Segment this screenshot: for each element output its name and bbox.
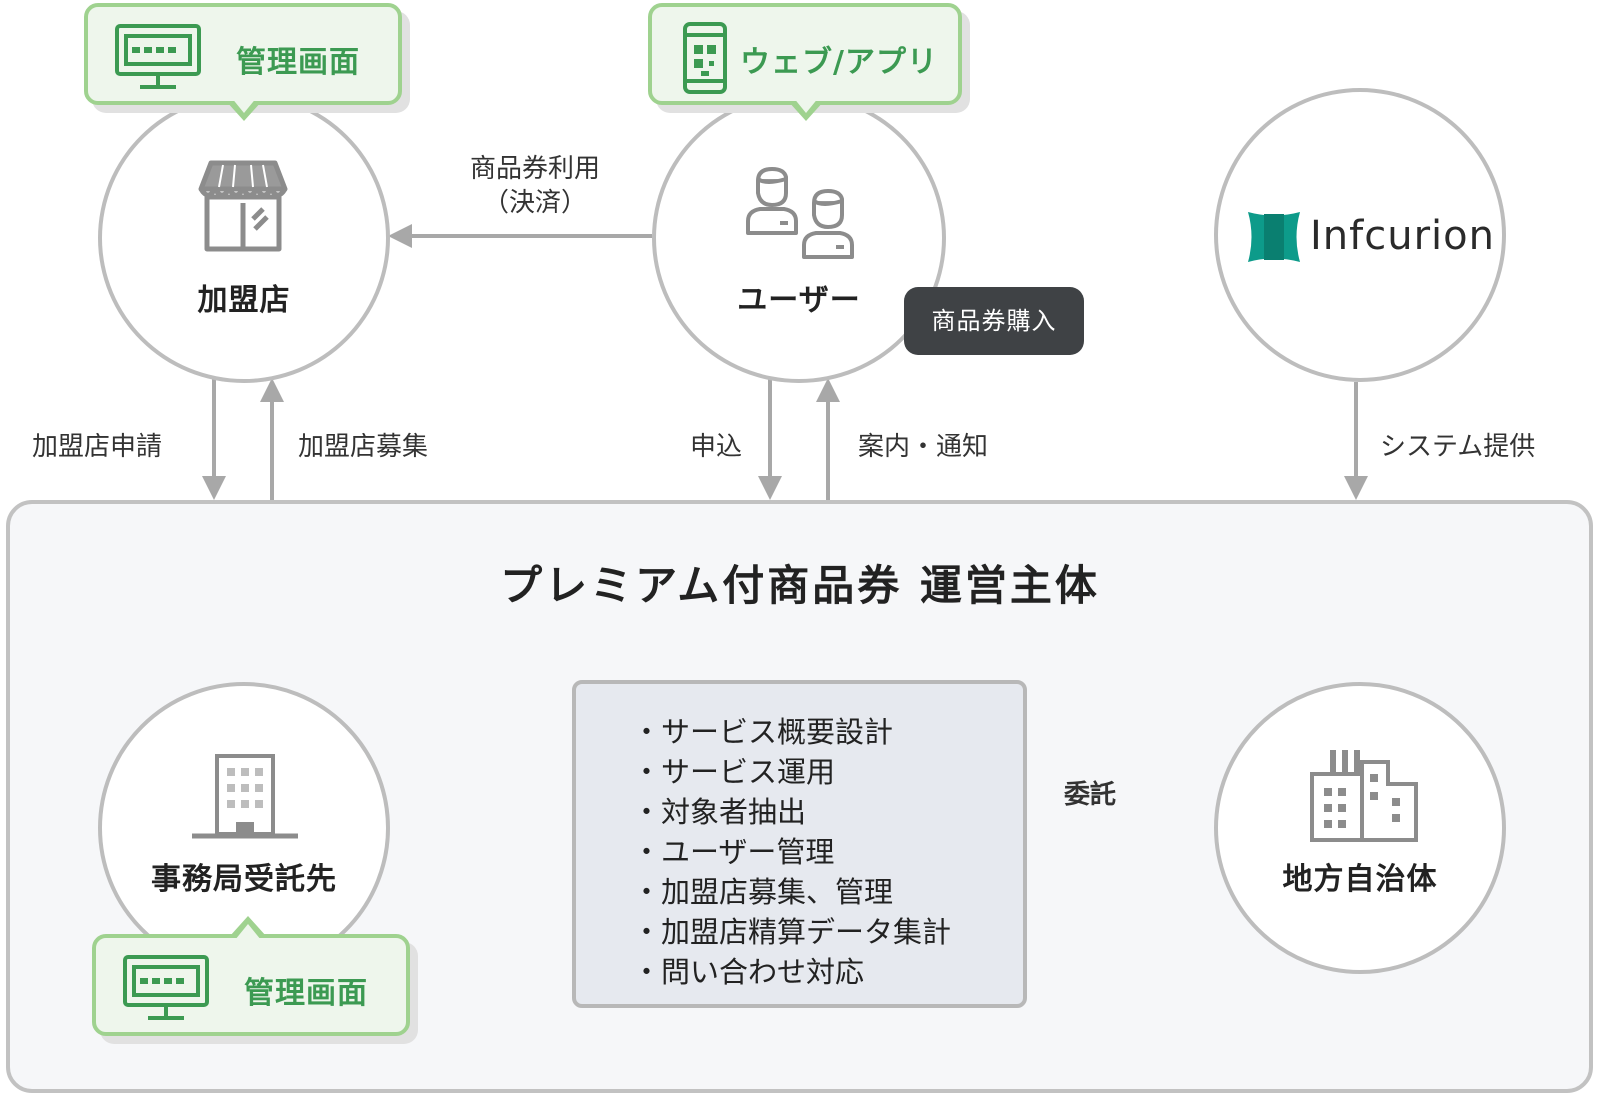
voucher-use-line2: （決済）	[482, 188, 587, 218]
organization-title: プレミアム付商品券 運営主体	[500, 561, 1100, 610]
secretariat-admin-label: 管理画面	[244, 976, 368, 1011]
municipality-node: 地方自治体	[1214, 682, 1506, 974]
task-item: 問い合わせ対応	[632, 952, 951, 992]
monitor-icon	[123, 955, 209, 1020]
voucher-use-line1: 商品券利用	[469, 154, 600, 184]
arrowhead-system-provision	[1344, 476, 1368, 500]
task-item: サービス概要設計	[632, 712, 951, 752]
web-app-callout: ウェブ/アプリ	[648, 3, 962, 105]
monitor-icon	[115, 24, 201, 89]
merchant-label: 加盟店	[197, 283, 291, 318]
merchant-apply-label: 加盟店申請	[32, 432, 163, 462]
arrowhead-user-apply	[758, 476, 782, 500]
voucher-use-label: 商品券利用 （決済）	[440, 152, 630, 220]
arrowhead-merchant-apply	[202, 476, 226, 500]
merchant-node: 加盟店	[98, 93, 390, 383]
guidance-label: 案内・通知	[858, 432, 989, 462]
user-node: ユーザー	[652, 93, 946, 383]
users-icon	[746, 167, 854, 259]
secretariat-label: 事務局受託先	[151, 862, 337, 897]
infcurion-node: Infcurion	[1214, 88, 1506, 382]
task-item: 加盟店募集、管理	[632, 872, 951, 912]
city-buildings-icon	[1310, 750, 1418, 842]
arrowhead-guidance	[816, 378, 840, 402]
infcurion-logo-icon	[1248, 212, 1300, 262]
merchant-admin-callout: 管理画面	[84, 3, 402, 105]
voucher-purchase-badge: 商品券購入	[904, 287, 1084, 355]
task-item: 対象者抽出	[632, 792, 951, 832]
task-list: サービス概要設計 サービス運用 対象者抽出 ユーザー管理 加盟店募集、管理 加盟…	[632, 712, 951, 992]
entrust-label: 委託	[1064, 780, 1117, 810]
secretariat-admin-callout: 管理画面	[92, 934, 410, 1036]
task-list-box: サービス概要設計 サービス運用 対象者抽出 ユーザー管理 加盟店募集、管理 加盟…	[572, 680, 1027, 1008]
task-item: 加盟店精算データ集計	[632, 912, 951, 952]
merchant-recruit-label: 加盟店募集	[298, 432, 429, 462]
merchant-admin-label: 管理画面	[236, 45, 360, 80]
arrowhead-user-to-merchant	[388, 224, 412, 248]
infcurion-wordmark: Infcurion	[1310, 213, 1495, 259]
web-app-label: ウェブ/アプリ	[740, 45, 938, 80]
secretariat-admin-callout-pointer-fill	[235, 924, 261, 940]
merchant-admin-callout-pointer-fill	[231, 97, 257, 113]
system-provision-label: システム提供	[1380, 432, 1536, 462]
municipality-label: 地方自治体	[1282, 862, 1438, 897]
smartphone-qr-icon	[683, 22, 727, 94]
web-app-callout-pointer-fill	[793, 97, 819, 113]
task-item: サービス運用	[632, 752, 951, 792]
task-item: ユーザー管理	[632, 832, 951, 872]
arrowhead-merchant-recruit	[260, 378, 284, 402]
user-label: ユーザー	[737, 283, 861, 318]
storefront-icon	[198, 160, 288, 252]
office-building-icon	[192, 754, 298, 839]
user-apply-label: 申込	[690, 432, 743, 462]
